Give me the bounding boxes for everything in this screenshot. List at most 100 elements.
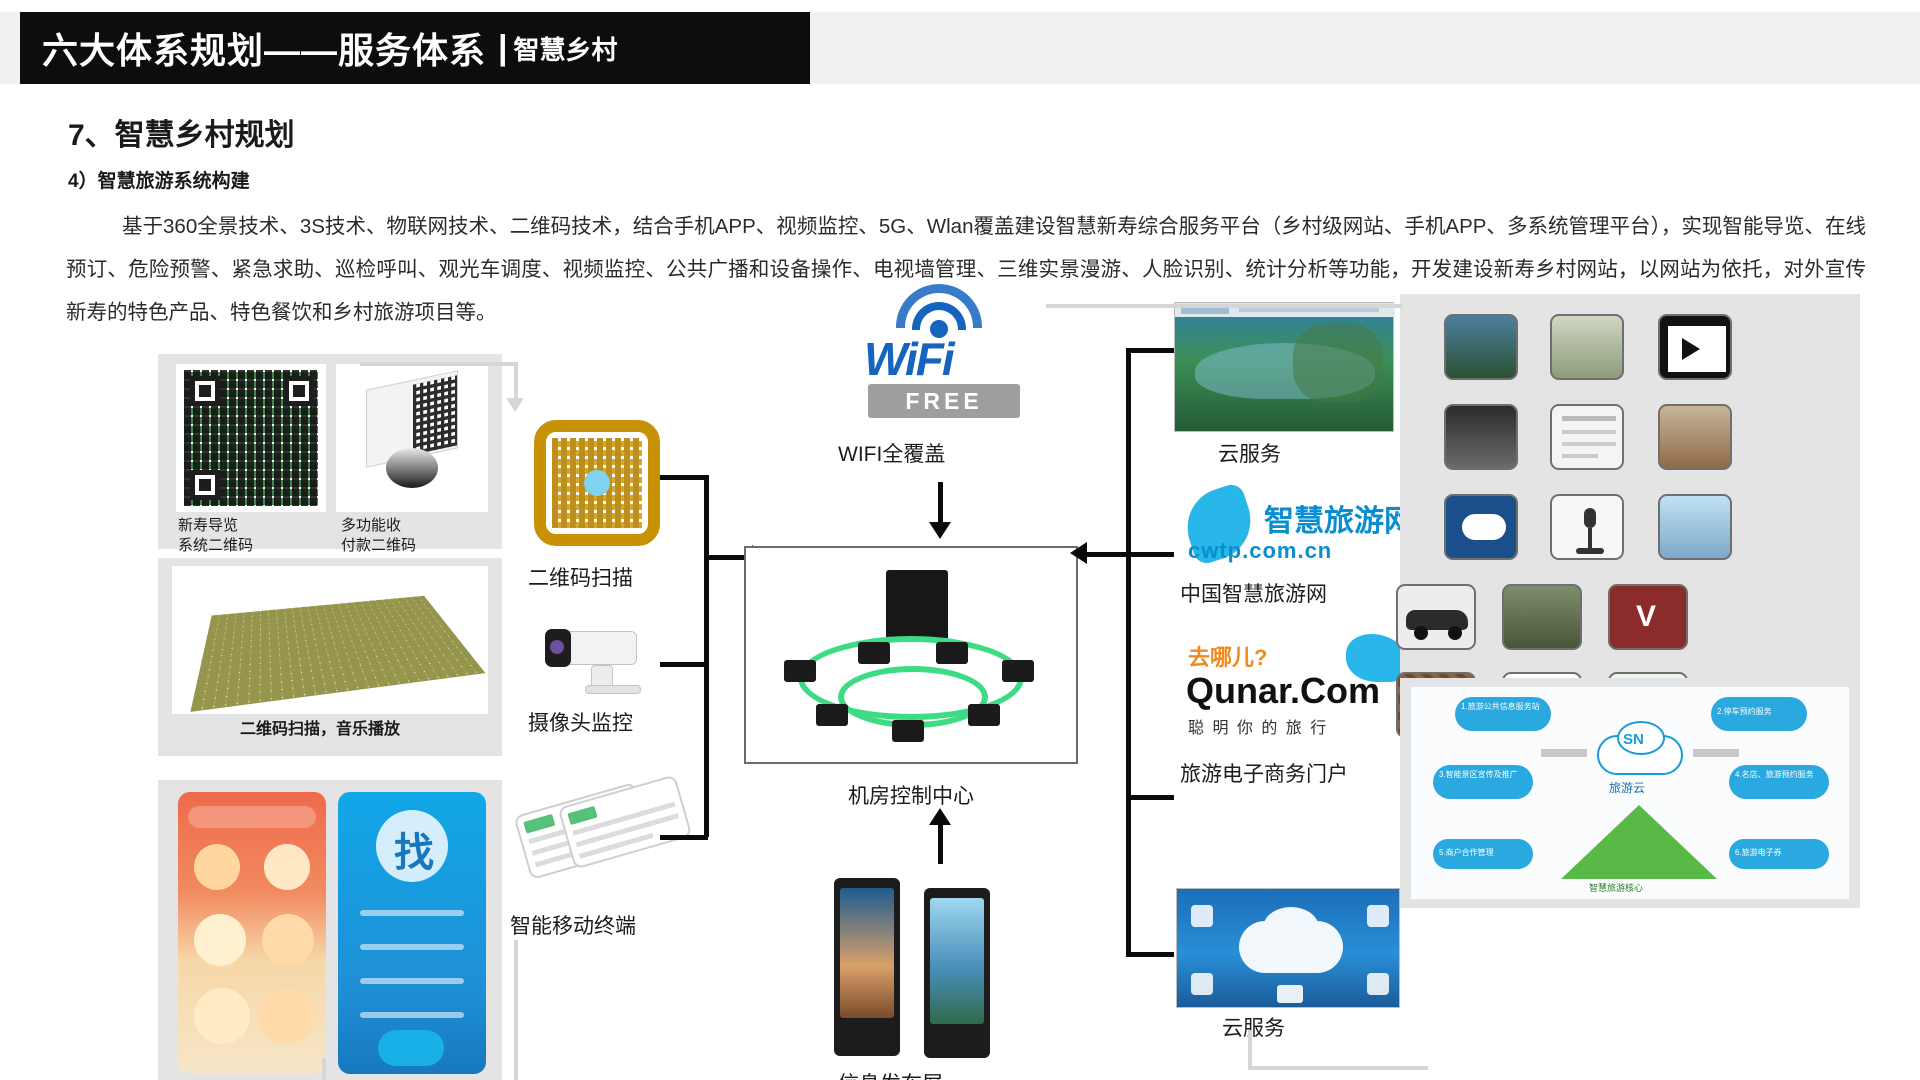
qr-finder-icon [284, 376, 314, 406]
right-branch-cloud-bottom-v [1126, 795, 1131, 955]
qr-scan-label: 二维码扫描 [528, 567, 633, 590]
tire-photo-tile[interactable] [1444, 404, 1518, 470]
tourism-cloud-panel: SN 旅游云 1.旅游公共信息服务站 2.停车预约服务 3.智能景区宣传及推广 … [1400, 678, 1860, 908]
right-trunk-to-center [1082, 552, 1130, 557]
cloud-node: 2.停车预约服务 [1711, 697, 1807, 731]
network-node [784, 660, 816, 682]
scenic-photo [1174, 302, 1395, 432]
wifi-arrow-down [929, 522, 951, 539]
gray-connector-right-bottom [1248, 1066, 1428, 1070]
server-rack-icon [886, 570, 948, 642]
cube-face-qr [413, 375, 457, 455]
header-title: 六大体系规划——服务体系 [42, 30, 487, 71]
cloud-top-label: 云服务 [1218, 443, 1281, 466]
wifi-wordmark: WiFi [864, 333, 955, 385]
pyramid-label: 智慧旅游核心 [1589, 883, 1644, 893]
cloud-node-label: 4.名店、旅游预约服务 [1735, 770, 1814, 779]
right-branch-cloud-top [1126, 348, 1174, 353]
cloud-node-label: 5.商户合作管理 [1439, 848, 1494, 857]
network-node [892, 720, 924, 742]
cloud-node: 3.智能景区宣传及推广 [1433, 765, 1533, 799]
bus-mobile-branch [660, 835, 708, 840]
gray-connector-right-bottom-v [1248, 1030, 1252, 1070]
bus-camera-branch [660, 662, 708, 667]
v-badge-tile[interactable]: V [1608, 584, 1688, 650]
control-center-label: 机房控制中心 [848, 785, 974, 808]
village-photo-tile[interactable] [1550, 314, 1624, 380]
gray-connector-top-v [514, 362, 518, 400]
mobile-app-panel: 找 [158, 780, 502, 1080]
left-qr-panel: 新寿导览 系统二维码 多功能收 付款二维码 [158, 354, 502, 554]
kiosk-arrow-up [929, 808, 951, 825]
cloud-node-label: 1.旅游公共信息服务站 [1461, 702, 1540, 711]
video-player-tile[interactable] [1658, 314, 1732, 380]
cloud-node-label: 2.停车预约服务 [1717, 707, 1772, 716]
header-subtitle: 智慧乡村 [513, 34, 618, 65]
cloud-node: 5.商户合作管理 [1433, 839, 1533, 869]
cloud-bottom-label: 云服务 [1222, 1017, 1285, 1040]
cwtp-logo: 智慧旅游网 cwtp.com.cn [1177, 481, 1414, 574]
bus-vertical [704, 475, 709, 837]
cloud-node: 1.旅游公共信息服务站 [1455, 697, 1551, 731]
gray-connector-bottom-v [322, 1058, 326, 1080]
car-tile[interactable] [1396, 584, 1476, 650]
app-screenshot-left [178, 792, 326, 1074]
field-qr-caption: 二维码扫描，音乐播放 [240, 721, 401, 738]
info-kiosk-icon [828, 870, 1016, 1060]
kiosk-to-center-v [938, 820, 943, 864]
mobile-terminal-label: 智能移动终端 [510, 915, 636, 938]
document-tile[interactable] [1550, 404, 1624, 470]
cwtp-label: 中国智慧旅游网 [1180, 583, 1327, 606]
kiosk-label: 信息发布屏 [838, 1068, 943, 1080]
free-badge: FREE [868, 384, 1020, 418]
cloud-node-label: 3.智能景区宣传及推广 [1439, 770, 1518, 779]
network-node [936, 642, 968, 664]
architecture-diagram: 新寿导览 系统二维码 多功能收 付款二维码 二维码扫描，音乐播放 [0, 284, 1920, 1080]
wifi-free-icon: WiFi FREE [838, 284, 1048, 428]
right-branch-cwtp [1126, 552, 1174, 557]
scenic-photo-tile[interactable] [1444, 314, 1518, 380]
tour-qr-frame [176, 364, 326, 512]
qunar-brand: Qunar.Com [1186, 670, 1381, 711]
qunar-label: 旅游电子商务门户 [1180, 763, 1348, 786]
field-qr-code [190, 595, 486, 712]
gray-connector-top-right [1046, 304, 1402, 308]
qunar-top-text: 去哪儿? [1188, 645, 1268, 670]
qr-finder-icon [190, 470, 220, 500]
cloud-node-label: 6.旅游电子券 [1735, 848, 1782, 857]
field-qr-frame [172, 566, 488, 714]
qr-finder-icon [190, 376, 220, 406]
cloud-center-label: 旅游云 [1609, 781, 1646, 795]
body-paragraph: 基于360全景技术、3S技术、物联网技术、二维码技术，结合手机APP、视频监控、… [66, 215, 1866, 324]
section-subtitle: 4）智慧旅游系统构建 [68, 171, 250, 192]
right-branch-qunar [1126, 795, 1174, 800]
tourism-cloud-diagram: SN 旅游云 1.旅游公共信息服务站 2.停车预约服务 3.智能景区宣传及推广 … [1410, 686, 1850, 900]
right-trunk-vertical [1126, 348, 1131, 798]
network-ring-inner [838, 666, 988, 728]
payment-qr-caption: 多功能收 付款二维码 [341, 517, 417, 554]
bus-to-center [704, 555, 754, 560]
pyramid-icon [1561, 805, 1717, 879]
microphone-tile[interactable] [1550, 494, 1624, 560]
mobile-terminal-icon [513, 770, 693, 881]
cloud-service-photo [1176, 888, 1400, 1008]
fishing-poster-tile[interactable] [1658, 404, 1732, 470]
bus-qr-branch [660, 475, 708, 480]
street-photo-tile[interactable] [1502, 584, 1582, 650]
chat-bubble-tile[interactable] [1444, 494, 1518, 560]
gray-arrow-down [506, 398, 524, 412]
wifi-coverage-label: WIFI全覆盖 [838, 443, 946, 466]
cwtp-brand: 智慧旅游网 [1264, 505, 1414, 538]
network-node [968, 704, 1000, 726]
header-divider-pipe: | [498, 28, 508, 67]
cwtp-url: cwtp.com.cn [1188, 538, 1333, 563]
app-screenshot-right: 找 [338, 792, 486, 1074]
right-branch-cloud-bottom [1126, 952, 1174, 957]
gray-connector-top [360, 362, 518, 366]
network-node [816, 704, 848, 726]
section-title: 7、智慧乡村规划 [68, 119, 295, 152]
cloud-node: 4.名店、旅游预约服务 [1729, 765, 1829, 799]
control-center-illustration [744, 546, 1078, 764]
map-route-tile[interactable] [1658, 494, 1732, 560]
